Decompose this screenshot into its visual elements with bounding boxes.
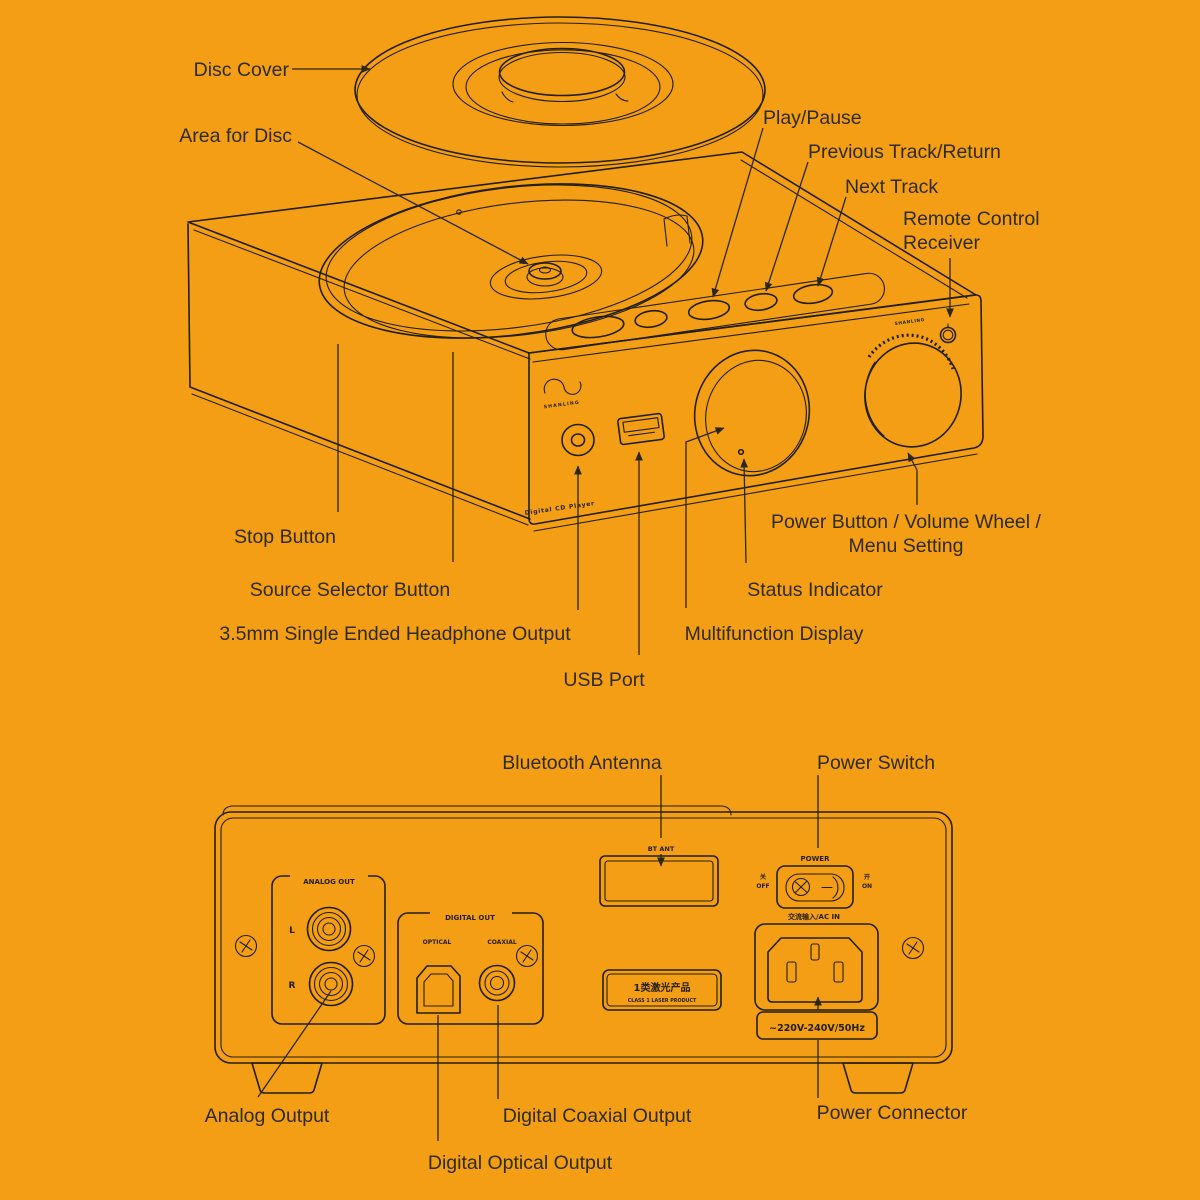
remote-receiver [939, 323, 957, 344]
disc-clamp-notch [663, 214, 691, 247]
coaxial-text: COAXIAL [487, 939, 516, 946]
leader-status-indicator [740, 458, 749, 564]
stop-button-shape [571, 315, 625, 339]
bt-antenna-window: BT ANT [599, 845, 719, 907]
headphone-jack [561, 423, 595, 457]
antenna-strip [222, 805, 732, 816]
label-play-pause: Play/Pause [763, 107, 862, 129]
play-pause-button-shape [687, 299, 731, 321]
receiver-brand-text: SHANLING [894, 317, 925, 327]
leader-play-pause [711, 127, 764, 298]
bt-ant-text: BT ANT [648, 845, 675, 853]
voltage-label-box: ~220V-240V/50Hz [756, 1011, 878, 1040]
disc-spindle [489, 254, 603, 300]
digital-out-text: DIGITAL OUT [445, 914, 495, 922]
label-power-line2: Menu Setting [849, 535, 964, 557]
leader-area-for-disc [297, 141, 529, 265]
label-status-indicator: Status Indicator [747, 579, 883, 601]
rca-right-jack [308, 961, 354, 1007]
label-power-line1: Power Button / Volume Wheel / [771, 511, 1041, 533]
brand-text: SHANLING [543, 400, 580, 411]
volume-knob [864, 333, 962, 448]
label-digital-coaxial: Digital Coaxial Output [503, 1105, 692, 1127]
label-usb-port: USB Port [563, 669, 645, 691]
laser-en-text: CLASS 1 LASER PRODUCT [628, 998, 697, 1004]
left-ch-text: L [289, 926, 295, 936]
label-stop-button: Stop Button [234, 526, 336, 548]
label-digital-optical: Digital Optical Output [428, 1152, 613, 1174]
laser-cn-text: 1类激光产品 [634, 981, 691, 994]
label-remote-line1: Remote Control [903, 208, 1040, 230]
right-foot [842, 1062, 914, 1094]
optical-text: OPTICAL [423, 939, 452, 946]
label-bluetooth-antenna: Bluetooth Antenna [502, 752, 662, 774]
ac-in-text: 交流输入/AC IN [788, 912, 840, 921]
leader-previous-track [764, 161, 809, 292]
panel-screws [234, 934, 925, 968]
front-section-labels: Disc Cover Area for Disc Play/Pause Prev… [179, 59, 1041, 691]
rca-left-jack [306, 906, 352, 952]
label-remote-line2: Receiver [903, 232, 980, 254]
laser-label-box: 1类激光产品 CLASS 1 LASER PRODUCT [602, 969, 722, 1011]
optical-port [416, 965, 461, 1014]
analog-out-section: ANALOG OUT L R [271, 871, 386, 1025]
voltage-text: ~220V-240V/50Hz [769, 1023, 865, 1034]
label-analog-output: Analog Output [205, 1105, 330, 1127]
leader-lines-front [292, 65, 954, 655]
leader-display [685, 427, 725, 608]
leader-next-track [816, 196, 847, 287]
label-next-track: Next Track [845, 176, 938, 198]
status-led [737, 448, 745, 456]
usb-port-shape [617, 412, 665, 446]
label-headphone: 3.5mm Single Ended Headphone Output [219, 623, 571, 645]
power-text: POWER [801, 855, 831, 863]
leader-power-knob [907, 452, 918, 505]
next-button-shape [792, 283, 834, 305]
leader-lines-rear [257, 775, 822, 1141]
analog-out-text: ANALOG OUT [303, 878, 355, 886]
label-source-selector: Source Selector Button [250, 579, 451, 601]
label-display: Multifunction Display [685, 623, 864, 645]
off-cn-text: 关 [760, 873, 766, 881]
power-switch-shape: POWER 关 OFF 开 ON 交流输入/AC IN [756, 855, 872, 921]
leader-analog-output [257, 990, 332, 1098]
coaxial-port [478, 964, 516, 1002]
rear-panel: BT ANT POWER 关 OFF 开 ON 交流输入/AC IN [214, 805, 953, 1094]
ac-inlet [754, 923, 879, 1011]
top-screw-dot [456, 209, 462, 215]
label-power-switch: Power Switch [817, 752, 935, 774]
digital-out-section: DIGITAL OUT OPTICAL COAXIAL [397, 908, 544, 1025]
front-model-text: Digital CD Player [524, 500, 595, 517]
right-ch-text: R [289, 981, 296, 991]
device-body [187, 151, 984, 532]
label-power-connector: Power Connector [817, 1102, 968, 1124]
previous-button-shape [744, 292, 778, 312]
disc-cover-drawing [354, 16, 766, 168]
off-text: OFF [756, 883, 769, 890]
on-text: ON [862, 883, 872, 890]
display-window [693, 349, 811, 477]
on-cn-text: 开 [864, 873, 870, 881]
label-disc-cover: Disc Cover [194, 59, 290, 81]
source-button-shape [634, 309, 668, 329]
brand-logo: SHANLING [543, 378, 582, 411]
left-foot [251, 1062, 323, 1094]
label-previous-track: Previous Track/Return [808, 141, 1001, 163]
rear-section-labels: Bluetooth Antenna Power Switch Analog Ou… [205, 752, 968, 1174]
disc-recess [318, 183, 704, 339]
label-area-for-disc: Area for Disc [179, 125, 292, 147]
